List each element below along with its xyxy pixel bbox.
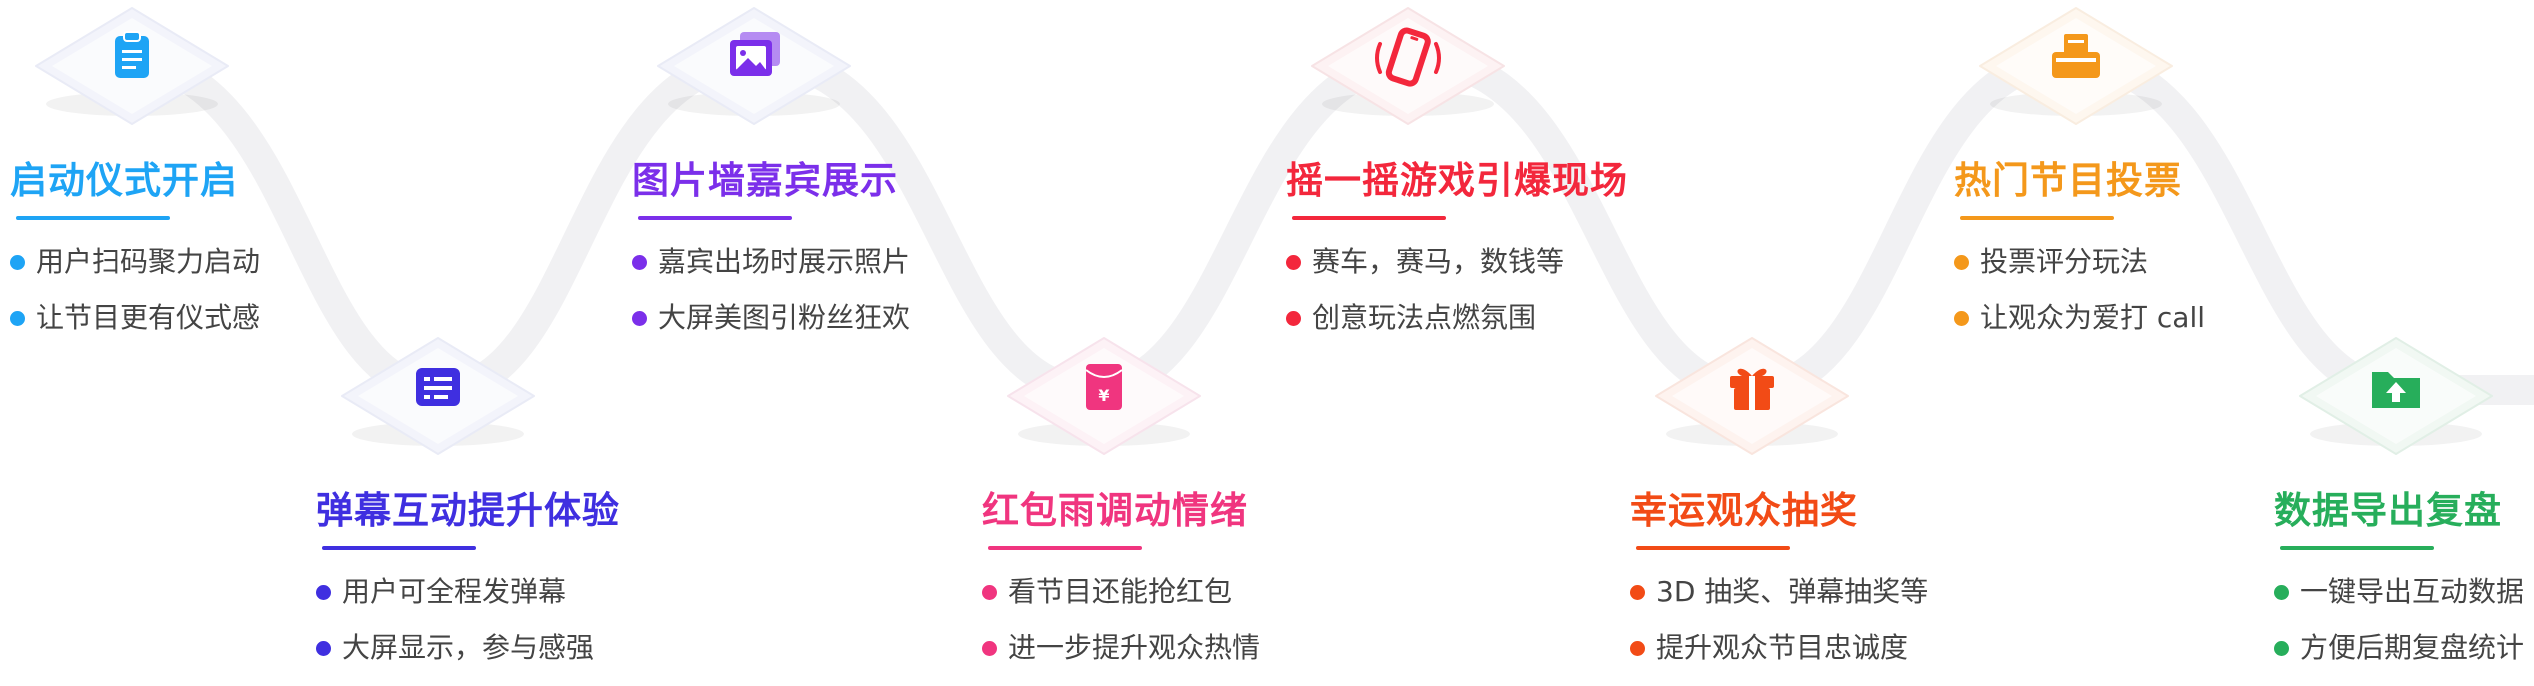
bullet-text: 用户扫码聚力启动 — [36, 245, 261, 278]
bullet-text: 让观众为爱打 call — [1980, 301, 2206, 334]
feature-badge — [24, 0, 240, 130]
bullet-text: 方便后期复盘统计 — [2300, 631, 2525, 664]
feature-badge — [646, 0, 862, 130]
feature-badge — [330, 330, 546, 460]
feature-badge — [1968, 0, 2184, 130]
shake-phone-icon — [1311, 7, 1505, 125]
bullet-dot — [982, 641, 997, 656]
feature-title: 热门节目投票 — [1954, 159, 2182, 202]
bullet-item: 让观众为爱打 call — [1954, 300, 2205, 356]
bullet-text: 嘉宾出场时展示照片 — [658, 245, 911, 278]
title-underline — [638, 216, 792, 220]
feature-bullets: 赛车，赛马，数钱等 创意玩法点燃氛围 — [1286, 244, 1564, 356]
feature-bullets: 用户扫码聚力启动 让节目更有仪式感 — [10, 244, 260, 356]
svg-text:¥: ¥ — [1098, 386, 1109, 405]
feature-bullets: 看节目还能抢红包 进一步提升观众热情 — [982, 574, 1260, 686]
bullet-dot — [316, 585, 331, 600]
ballot-box-icon — [1979, 7, 2173, 125]
bullet-item: 赛车，赛马，数钱等 — [1286, 244, 1564, 300]
feature-badge: ¥ — [996, 330, 1212, 460]
bullet-item: 提升观众节目忠诚度 — [1630, 630, 1928, 686]
bullet-text: 提升观众节目忠诚度 — [1656, 631, 1909, 664]
feature-badge — [2288, 330, 2504, 460]
bullet-dot — [632, 311, 647, 326]
bullet-dot — [632, 255, 647, 270]
bullet-dot — [982, 585, 997, 600]
feature-bullets: 一键导出互动数据 方便后期复盘统计 — [2274, 574, 2524, 686]
bullet-item: 一键导出互动数据 — [2274, 574, 2524, 630]
bullet-text: 赛车，赛马，数钱等 — [1312, 245, 1565, 278]
bullet-dot — [2274, 641, 2289, 656]
bullet-dot — [10, 311, 25, 326]
title-underline — [16, 216, 170, 220]
title-underline — [988, 546, 1142, 550]
bullet-text: 创意玩法点燃氛围 — [1312, 301, 1537, 334]
clipboard-icon — [35, 7, 229, 125]
title-underline — [1960, 216, 2114, 220]
feature-title: 启动仪式开启 — [10, 159, 238, 202]
title-underline — [1636, 546, 1790, 550]
folder-upload-icon — [2299, 337, 2493, 455]
bullet-text: 让节目更有仪式感 — [36, 301, 261, 334]
bullet-item: 看节目还能抢红包 — [982, 574, 1260, 630]
feature-title: 图片墙嘉宾展示 — [632, 159, 898, 202]
bullet-item: 进一步提升观众热情 — [982, 630, 1260, 686]
bullet-text: 3D 抽奖、弹幕抽奖等 — [1656, 575, 1929, 608]
bullet-item: 大屏显示，参与感强 — [316, 630, 594, 686]
feature-bullets: 用户可全程发弹幕 大屏显示，参与感强 — [316, 574, 594, 686]
feature-title: 红包雨调动情绪 — [982, 489, 1248, 532]
feature-badge — [1644, 330, 1860, 460]
chat-lines-icon — [341, 337, 535, 455]
bullet-text: 大屏显示，参与感强 — [342, 631, 595, 664]
feature-title: 数据导出复盘 — [2274, 489, 2502, 532]
red-envelope-icon: ¥ — [1007, 337, 1201, 455]
feature-badge — [1300, 0, 1516, 130]
picture-icon — [657, 7, 851, 125]
bullet-text: 投票评分玩法 — [1980, 245, 2149, 278]
bullet-dot — [316, 641, 331, 656]
bullet-item: 方便后期复盘统计 — [2274, 630, 2524, 686]
bullet-item: 大屏美图引粉丝狂欢 — [632, 300, 910, 356]
bullet-dot — [1954, 255, 1969, 270]
gift-icon — [1655, 337, 1849, 455]
bullet-dot — [2274, 585, 2289, 600]
title-underline — [322, 546, 476, 550]
bullet-dot — [10, 255, 25, 270]
bullet-text: 用户可全程发弹幕 — [342, 575, 567, 608]
feature-bullets: 投票评分玩法 让观众为爱打 call — [1954, 244, 2205, 356]
feature-title: 弹幕互动提升体验 — [316, 489, 620, 532]
feature-bullets: 3D 抽奖、弹幕抽奖等 提升观众节目忠诚度 — [1630, 574, 1928, 686]
bullet-dot — [1954, 311, 1969, 326]
bullet-item: 让节目更有仪式感 — [10, 300, 260, 356]
title-underline — [1292, 216, 1446, 220]
features-timeline: 启动仪式开启 用户扫码聚力启动 让节目更有仪式感 弹幕互动提升体验 用户可全 — [10, 0, 2534, 664]
bullet-text: 大屏美图引粉丝狂欢 — [658, 301, 911, 334]
bullet-item: 用户可全程发弹幕 — [316, 574, 594, 630]
feature-title: 摇一摇游戏引爆现场 — [1286, 159, 1628, 202]
bullet-item: 嘉宾出场时展示照片 — [632, 244, 910, 300]
bullet-item: 投票评分玩法 — [1954, 244, 2205, 300]
bullet-text: 进一步提升观众热情 — [1008, 631, 1261, 664]
title-underline — [2280, 546, 2434, 550]
bullet-item: 创意玩法点燃氛围 — [1286, 300, 1564, 356]
bullet-dot — [1630, 585, 1645, 600]
bullet-item: 3D 抽奖、弹幕抽奖等 — [1630, 574, 1928, 630]
feature-bullets: 嘉宾出场时展示照片 大屏美图引粉丝狂欢 — [632, 244, 910, 356]
bullet-text: 看节目还能抢红包 — [1008, 575, 1233, 608]
bullet-text: 一键导出互动数据 — [2300, 575, 2525, 608]
bullet-dot — [1286, 255, 1301, 270]
bullet-item: 用户扫码聚力启动 — [10, 244, 260, 300]
bullet-dot — [1286, 311, 1301, 326]
feature-title: 幸运观众抽奖 — [1630, 489, 1858, 532]
bullet-dot — [1630, 641, 1645, 656]
